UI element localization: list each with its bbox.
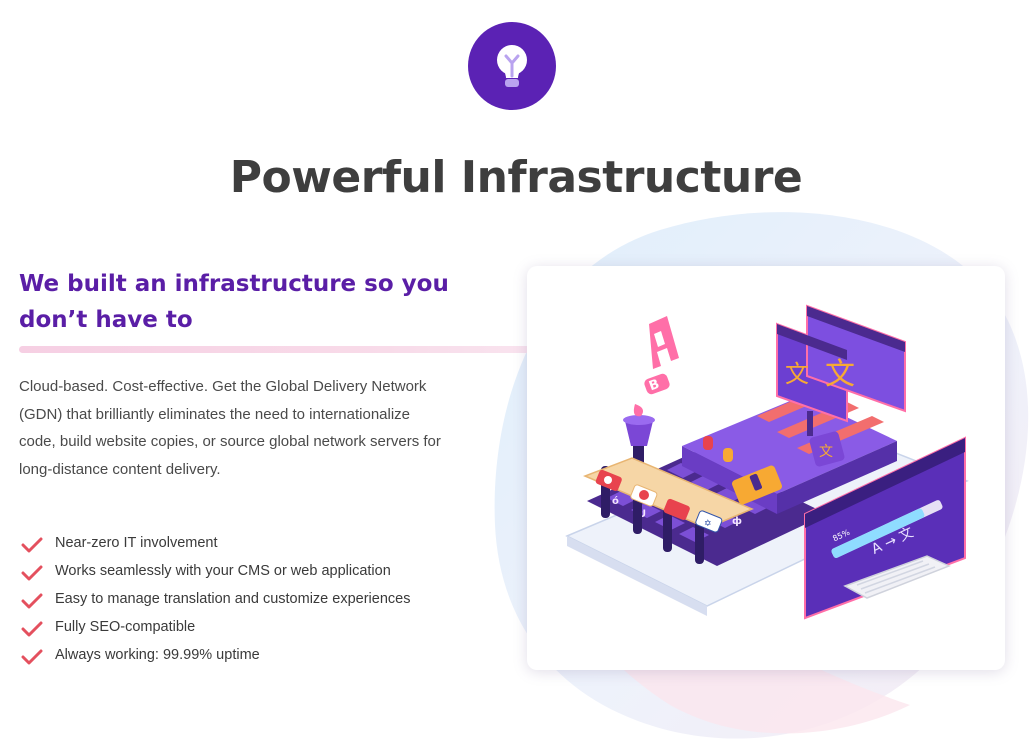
section-heading: We built an infrastructure so you don’t … [19,271,449,333]
lightbulb-icon [468,22,556,110]
svg-text:文: 文 [785,360,809,388]
page-title: Powerful Infrastructure [229,152,803,203]
feature-label: Near-zero IT involvement [55,535,218,551]
check-icon [21,565,43,581]
check-icon [21,649,43,665]
feature-label: Always working: 99.99% uptime [55,647,260,663]
svg-text:文: 文 [825,357,855,392]
svg-text:ф: ф [732,515,742,527]
divider [19,346,544,353]
svg-text:文: 文 [819,444,833,460]
svg-text:ó: ó [612,495,619,507]
svg-text:B: B [647,377,661,394]
list-item: Near-zero IT involvement [19,534,459,553]
feature-label: Fully SEO-compatible [55,619,196,635]
feature-label: Easy to manage translation and customize… [55,591,411,607]
translation-machine-illustration: ó ك 文 א ф ✡ [565,304,969,620]
list-item: Easy to manage translation and customize… [19,590,459,609]
check-icon [21,621,43,637]
check-icon [21,537,43,553]
svg-text:✡: ✡ [704,519,712,529]
check-icon [21,593,43,609]
feature-list: Near-zero IT involvement Works seamlessl… [19,534,459,674]
illustration-card: ó ك 文 א ф ✡ [527,266,1005,670]
feature-label: Works seamlessly with your CMS or web ap… [55,563,391,579]
list-item: Always working: 99.99% uptime [19,646,459,665]
list-item: Works seamlessly with your CMS or web ap… [19,562,459,581]
list-item: Fully SEO-compatible [19,618,459,637]
description: Cloud-based. Cost-effective. Get the Glo… [19,378,441,478]
